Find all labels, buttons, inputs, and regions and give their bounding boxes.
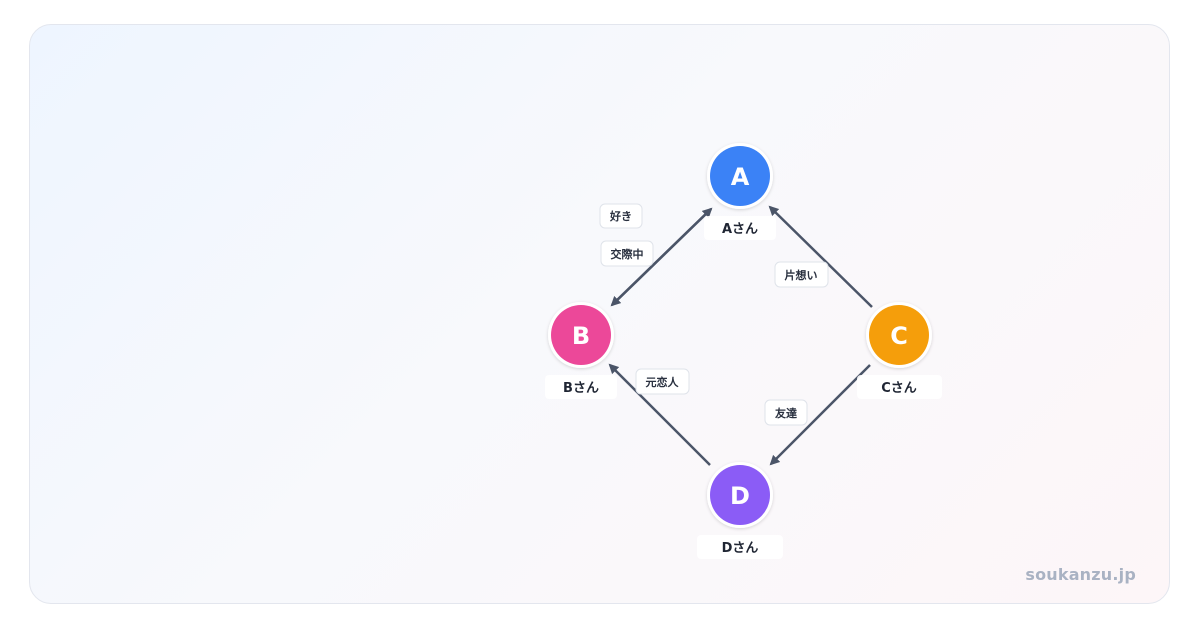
svg-text:A: A bbox=[731, 163, 750, 191]
edge-label-motokoibito: 元恋人 bbox=[635, 368, 690, 395]
svg-text:B: B bbox=[572, 322, 590, 350]
svg-text:D: D bbox=[730, 482, 750, 510]
svg-text:片想い: 片想い bbox=[785, 268, 818, 282]
edge-label-kousaichu: 交際中 bbox=[600, 240, 654, 267]
node-d-name: Dさん bbox=[722, 541, 759, 556]
edges-layer bbox=[608, 205, 873, 466]
site-watermark: soukanzu.jp bbox=[1025, 565, 1136, 584]
node-b-name: Bさん bbox=[563, 381, 599, 396]
svg-text:元恋人: 元恋人 bbox=[646, 375, 680, 389]
edge-label-kataomoi: 片想い bbox=[774, 261, 829, 288]
edge-c-to-a bbox=[768, 205, 873, 308]
svg-text:友達: 友達 bbox=[775, 406, 797, 420]
edge-label-suki: 好き bbox=[599, 203, 643, 229]
svg-text:C: C bbox=[890, 322, 908, 350]
node-c-name: Cさん bbox=[881, 381, 917, 396]
edge-c-to-d bbox=[769, 364, 871, 466]
node-a[interactable]: A Aさん bbox=[704, 143, 776, 240]
node-b[interactable]: B Bさん bbox=[545, 302, 617, 399]
node-a-name: Aさん bbox=[722, 222, 758, 237]
edge-d-to-b bbox=[608, 363, 711, 466]
edge-b-to-a bbox=[611, 207, 713, 306]
svg-text:好き: 好き bbox=[609, 209, 632, 223]
node-d[interactable]: D Dさん bbox=[697, 462, 783, 559]
svg-text:交際中: 交際中 bbox=[611, 247, 644, 261]
edge-labels-layer: 好き 交際中 片想い 元恋人 友達 bbox=[599, 203, 829, 426]
edge-label-tomodachi: 友達 bbox=[764, 399, 808, 426]
nodes-layer: A Aさん B Bさん C Cさん D Dさん bbox=[545, 143, 942, 559]
node-c[interactable]: C Cさん bbox=[857, 302, 942, 399]
